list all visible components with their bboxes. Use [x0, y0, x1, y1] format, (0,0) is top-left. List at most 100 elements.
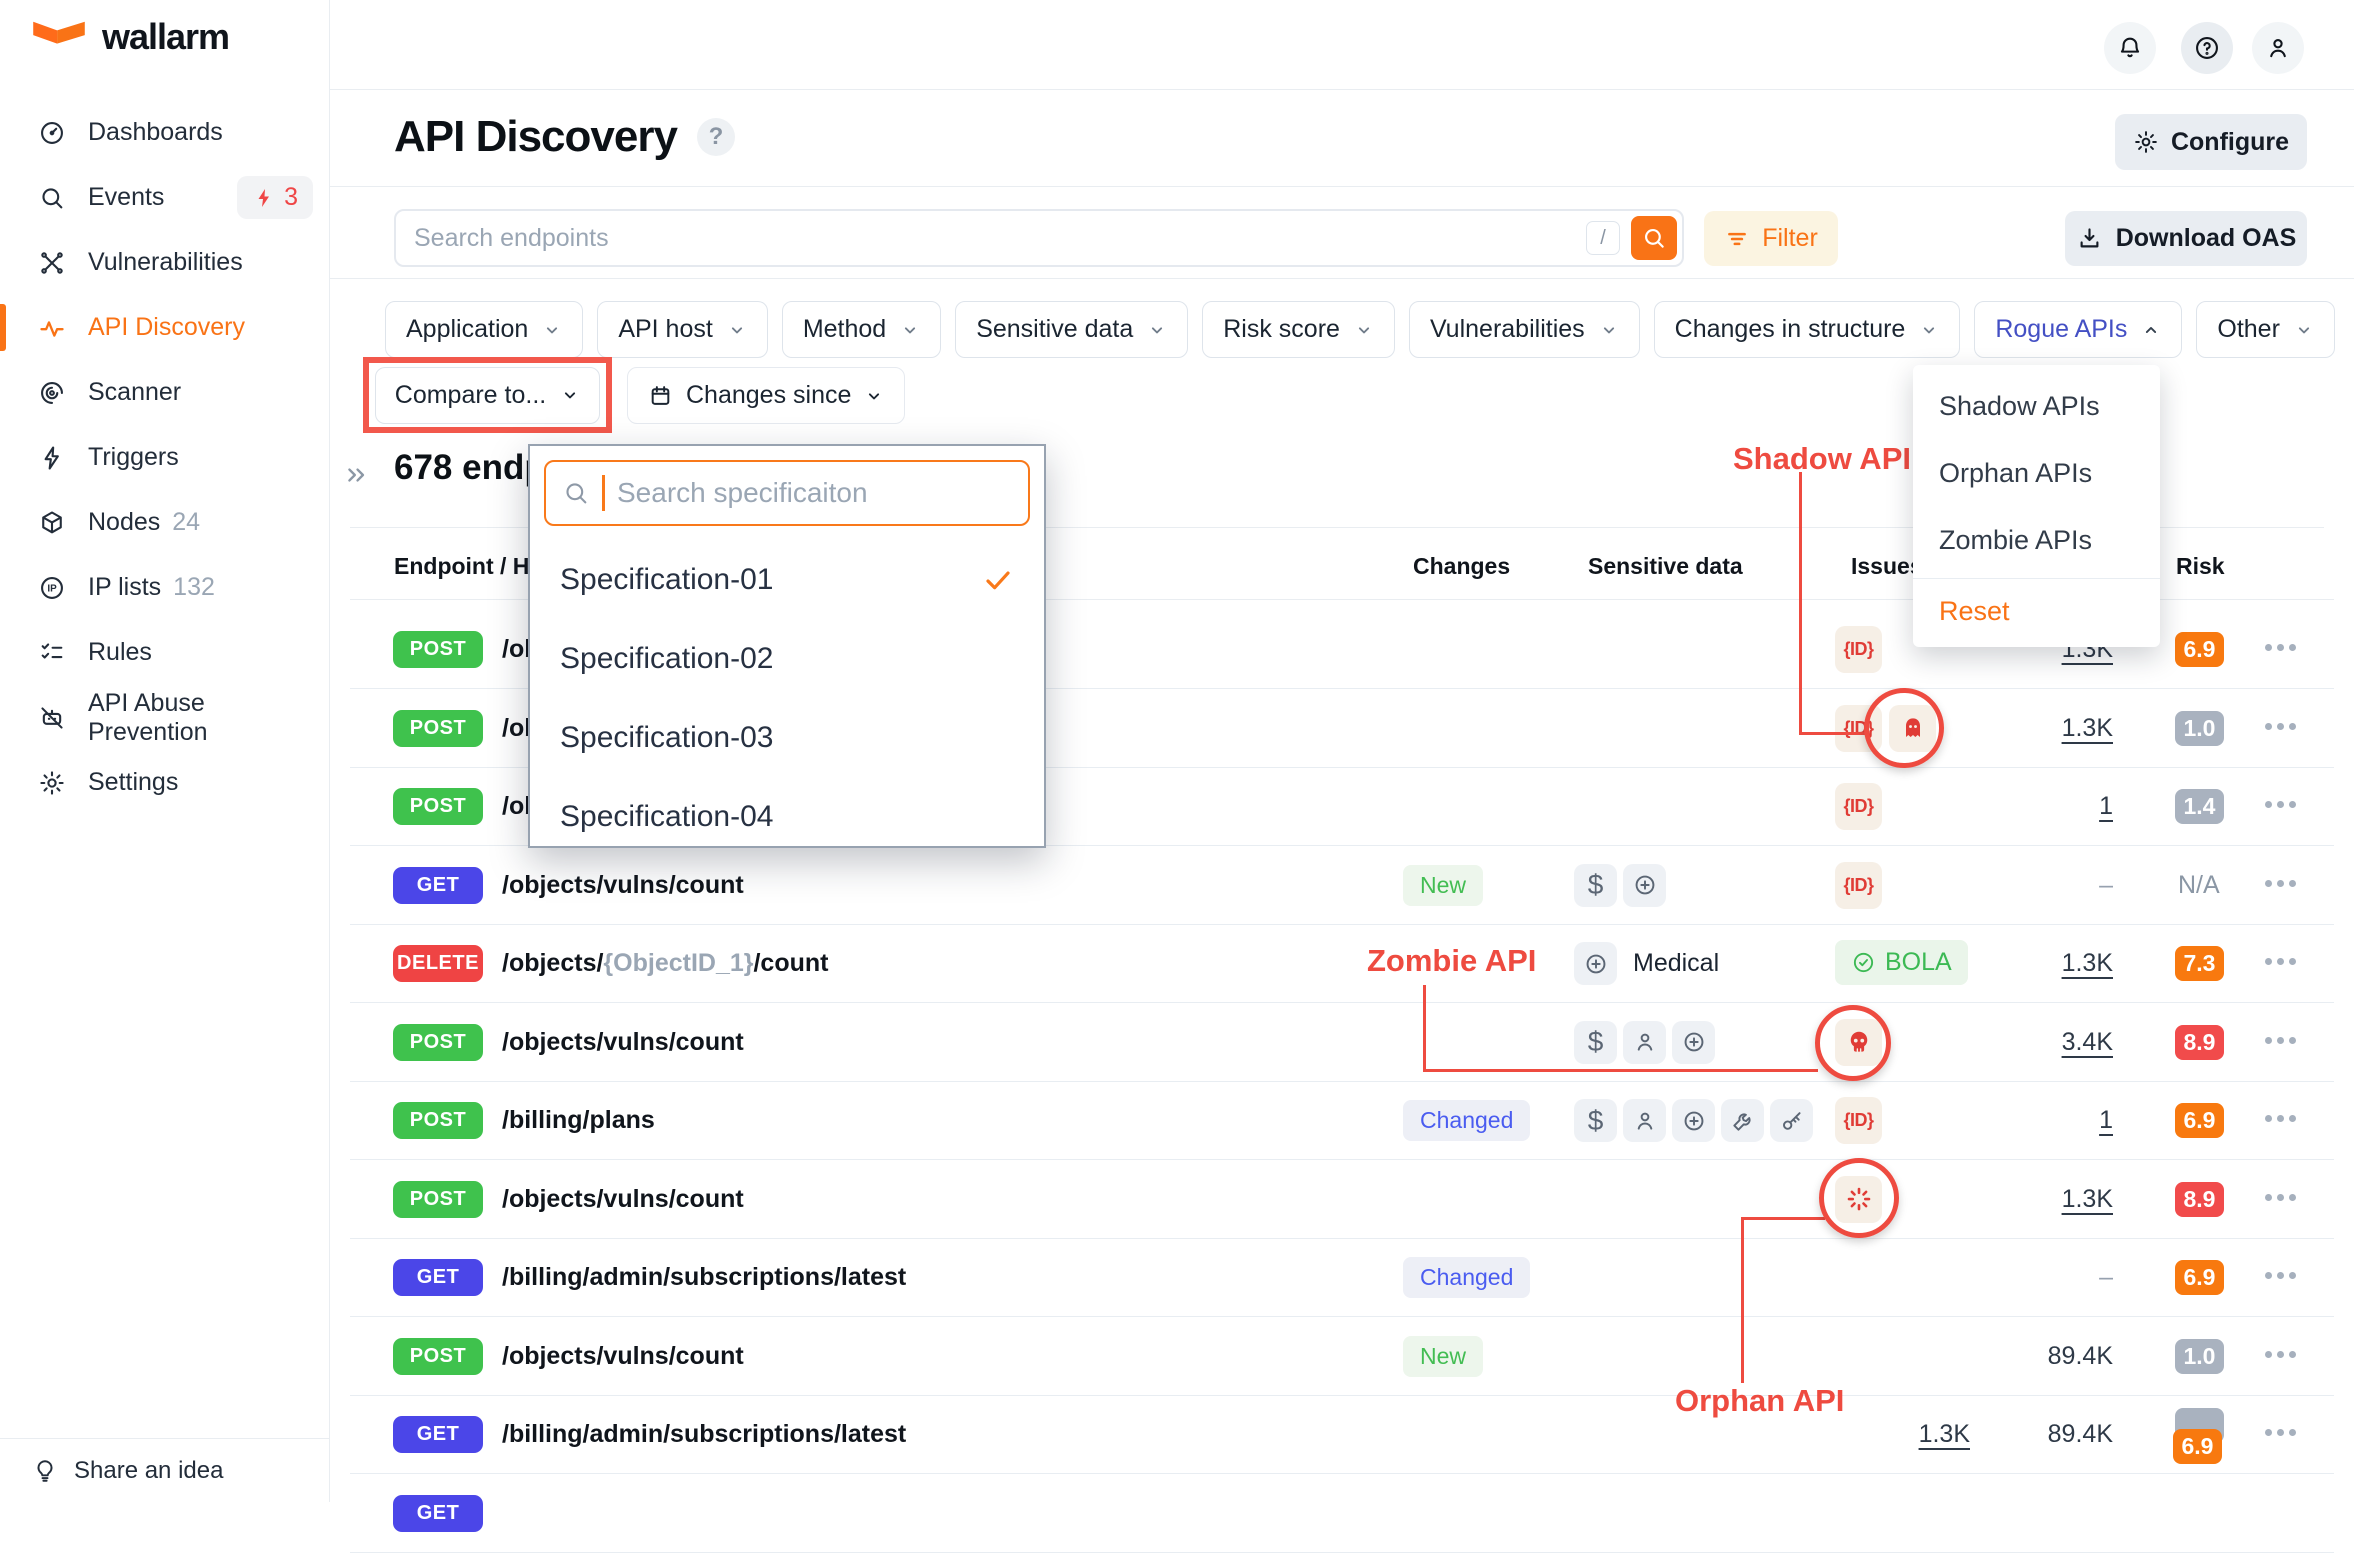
share-label: Share an idea	[74, 1456, 224, 1484]
spec-option-specification-01[interactable]: Specification-01	[530, 540, 1044, 619]
sidebar-item-rules[interactable]: Rules	[0, 620, 329, 685]
collapse-panel-icon[interactable]	[344, 462, 370, 488]
hits-link[interactable]: 1.3K	[2061, 1184, 2113, 1213]
sidebar-item-settings[interactable]: Settings	[0, 750, 329, 815]
search-button[interactable]	[1631, 216, 1677, 260]
hits-link[interactable]: 1.3K	[1918, 1420, 1970, 1448]
table-row[interactable]: GET	[350, 1474, 2334, 1553]
col-header-changes: Changes	[1413, 553, 1511, 579]
sidebar-item-label: Triggers	[88, 443, 179, 471]
sidebar-item-vulnerabilities[interactable]: Vulnerabilities	[0, 230, 329, 295]
endpoint-search: /	[394, 209, 1684, 267]
id-issue-icon: {ID}	[1835, 1097, 1882, 1144]
spec-search-input[interactable]: Search specificaiton	[544, 460, 1030, 526]
rogue-reset-button[interactable]: Reset	[1939, 595, 2010, 626]
sidebar-item-api-abuse-prevention[interactable]: API Abuse Prevention	[0, 685, 329, 750]
risk-badge: 1.0	[2175, 710, 2224, 746]
medical-icon	[1623, 863, 1666, 907]
wallarm-logo: wallarm	[30, 16, 230, 58]
sidebar-item-scanner[interactable]: Scanner	[0, 360, 329, 425]
filter-chip-risk-score[interactable]: Risk score	[1202, 301, 1395, 358]
bell-icon	[2116, 34, 2144, 62]
spec-option-specification-03[interactable]: Specification-03	[530, 698, 1044, 777]
row-actions-menu[interactable]	[2265, 1429, 2296, 1436]
sidebar-item-count: 24	[172, 508, 201, 536]
sidebar-item-api-discovery[interactable]: API Discovery	[0, 295, 329, 360]
risk-badge: 6.9	[2175, 1103, 2224, 1138]
filter-chip-application[interactable]: Application	[385, 301, 584, 358]
endpoint-path: /billing/plans	[502, 1106, 655, 1134]
filter-chip-method[interactable]: Method	[781, 301, 942, 358]
title-help-icon[interactable]: ?	[696, 118, 735, 156]
endpoint-path: /objects/vulns/count	[502, 1027, 744, 1056]
download-oas-button[interactable]: Download OAS	[2065, 211, 2307, 266]
spec-option-specification-02[interactable]: Specification-02	[530, 619, 1044, 698]
changes-since-dropdown[interactable]: Changes since	[627, 367, 906, 424]
row-actions-menu[interactable]	[2265, 1115, 2296, 1122]
share-an-idea[interactable]: Share an idea	[0, 1438, 329, 1502]
hits-link[interactable]: 1.3K	[2061, 713, 2113, 742]
rogue-menu-item-orphan-apis[interactable]: Orphan APIs	[1939, 458, 2093, 488]
sidebar-item-dashboards[interactable]: Dashboards	[0, 100, 329, 165]
filter-chip-sensitive-data[interactable]: Sensitive data	[955, 301, 1189, 358]
filter-chip-other[interactable]: Other	[2196, 301, 2335, 358]
search-input[interactable]	[414, 211, 1564, 265]
row-actions-menu[interactable]	[2265, 879, 2296, 887]
rogue-menu-item-zombie-apis[interactable]: Zombie APIs	[1939, 525, 2093, 555]
sidebar-item-triggers[interactable]: Triggers	[0, 425, 329, 490]
spec-option-specification-04[interactable]: Specification-04	[530, 777, 1044, 856]
filter-chip-rogue-apis[interactable]: Rogue APIs	[1974, 301, 2183, 358]
chevron-down-icon	[864, 386, 884, 406]
hits-link[interactable]: 1	[2099, 792, 2113, 820]
hits-link[interactable]: 1	[2099, 1106, 2113, 1134]
endpoint-path: /objects/vulns/count	[502, 870, 744, 899]
bolt-icon	[38, 444, 66, 472]
row-actions-menu[interactable]	[2265, 722, 2296, 730]
gear-icon	[38, 769, 66, 797]
row-actions-menu[interactable]	[2265, 1193, 2296, 1201]
issues-cell: {ID}	[1835, 861, 1882, 909]
hits-link[interactable]: 3.4K	[2061, 1027, 2113, 1056]
spec-search-placeholder: Search specificaiton	[617, 477, 868, 508]
hits-link[interactable]: 89.4K	[2047, 1341, 2113, 1370]
rogue-menu-item-shadow-apis[interactable]: Shadow APIs	[1939, 391, 2100, 421]
configure-button[interactable]: Configure	[2115, 114, 2307, 170]
chevron-down-icon	[1599, 320, 1619, 340]
help-button[interactable]	[2181, 22, 2233, 74]
row-actions-menu[interactable]	[2265, 1350, 2296, 1358]
hits-link[interactable]: 1.3K	[2061, 949, 2113, 977]
filter-chip-changes-in-structure[interactable]: Changes in structure	[1653, 301, 1961, 358]
hits-link: –	[2099, 1263, 2113, 1291]
filter-chip-vulnerabilities[interactable]: Vulnerabilities	[1408, 301, 1640, 358]
profile-button[interactable]	[2252, 22, 2304, 74]
row-actions-menu[interactable]	[2265, 1272, 2296, 1279]
compare-to-dropdown[interactable]: Compare to...	[375, 366, 600, 424]
notifications-button[interactable]	[2104, 22, 2156, 74]
sensitive-data-cell: Medical	[1574, 942, 1719, 985]
sidebar-item-count: 132	[173, 573, 215, 601]
row-actions-menu[interactable]	[2265, 958, 2296, 965]
filter-chip-api-host[interactable]: API host	[597, 301, 768, 358]
divider	[330, 89, 2354, 90]
row-actions-menu[interactable]	[2265, 644, 2296, 651]
row-actions-menu[interactable]	[2265, 801, 2296, 808]
method-badge: DELETE	[393, 945, 483, 982]
filter-button[interactable]: Filter	[1704, 211, 1838, 266]
wallarm-logo-icon	[30, 16, 88, 58]
medical-icon	[1672, 1099, 1715, 1142]
row-actions-menu[interactable]	[2265, 1036, 2296, 1044]
hits-secondary: 89.4K	[2047, 1420, 2113, 1448]
